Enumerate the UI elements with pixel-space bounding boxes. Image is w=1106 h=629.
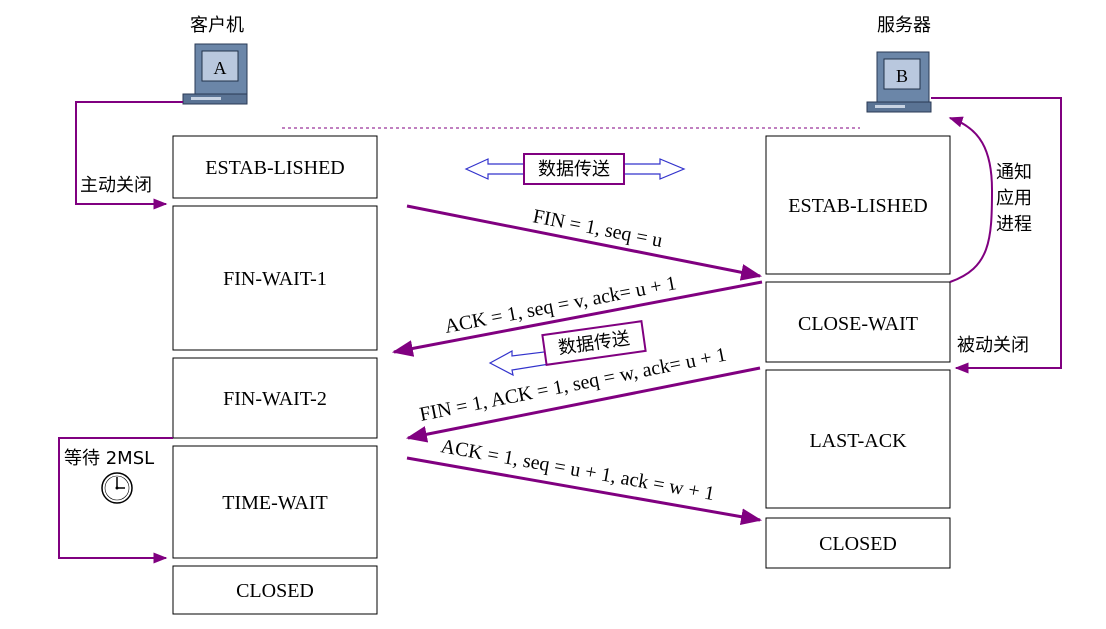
client-state-label: FIN-WAIT-2 [223,388,327,410]
passive-close-connector [931,97,1062,374]
server-state-column: ESTAB-LISHED CLOSE-WAIT LAST-ACK CLOSED [765,135,951,569]
client-state-label: ESTAB-LISHED [205,157,345,179]
server-state-label: CLOSE-WAIT [798,313,918,335]
client-state-column: ESTAB-LISHED FIN-WAIT-1 FIN-WAIT-2 TIME-… [172,135,378,615]
client-state-label: FIN-WAIT-1 [223,268,327,290]
server-title: 服务器 [877,15,931,36]
message-arrow [405,366,761,443]
time-wait-connector [58,437,173,564]
message-arrow [406,204,763,281]
client-state-box [172,565,378,615]
active-close-label: 主动关闭 [80,175,152,196]
data-transfer-label: 数据传送 [538,159,610,180]
message-arrow [391,280,763,357]
passive-close-label: 被动关闭 [957,335,1029,356]
server-state-label: LAST-ACK [809,430,907,452]
server-state-label: ESTAB-LISHED [788,195,928,217]
client-state-box [172,445,378,559]
notify-app-connector [948,116,994,283]
client-letter: A [214,58,227,78]
active-close-connector [75,101,183,210]
client-state-label: TIME-WAIT [222,492,328,514]
server-state-box [765,281,951,363]
wait-2msl-label: 等待 2MSL [64,448,154,469]
server-letter: B [896,66,908,86]
notify-app-line: 应用 [996,188,1032,209]
client-computer-icon: A [182,43,248,105]
notify-app-line: 进程 [996,214,1032,235]
message-arrow [406,456,763,526]
notify-app-line: 通知 [996,162,1032,183]
server-state-label: CLOSED [819,533,897,555]
server-state-box [765,517,951,569]
client-state-box [172,135,378,199]
client-state-label: CLOSED [236,580,314,602]
server-state-box [765,369,951,509]
server-state-box [765,135,951,275]
data-transfer-arrow-left: 数据传送 [488,320,647,377]
client-state-box [172,205,378,351]
data-transfer-arrow-bidirectional: 数据传送 [464,153,686,185]
clock-icon [101,472,133,504]
client-title: 客户机 [190,15,244,36]
notify-app-label: 通知 应用 进程 [996,162,1038,235]
wait-label-backdrop [62,444,168,468]
server-computer-icon: B [866,51,932,113]
client-state-box [172,357,378,439]
